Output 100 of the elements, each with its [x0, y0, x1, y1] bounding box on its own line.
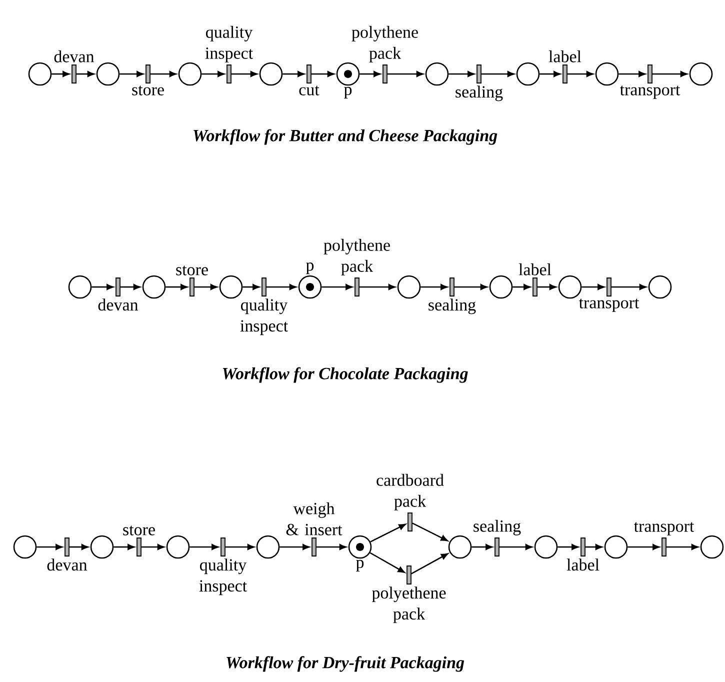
place-circle [700, 535, 724, 559]
arrow [448, 71, 475, 77]
caption: Workflow for Butter and Cheese Packaging [194, 129, 498, 145]
transition-bar: label [566, 538, 600, 571]
arrow [311, 71, 334, 77]
arrow [280, 544, 310, 550]
node-label: devan [98, 298, 138, 311]
arrow [499, 544, 532, 550]
arrow [231, 71, 258, 77]
node-label: label [548, 50, 582, 62]
place-circle [534, 535, 558, 559]
arrow [225, 544, 254, 550]
arrow [666, 544, 698, 550]
transition-bar: quality inspect [205, 26, 253, 84]
arrow [114, 544, 135, 550]
transition-bar: polythene pack [324, 238, 390, 296]
arrow [316, 544, 346, 550]
arrow [266, 284, 296, 290]
node-label: cut [299, 86, 320, 96]
arrow [420, 284, 448, 290]
arrow [69, 544, 88, 550]
node-label: label [566, 558, 600, 571]
arrow [412, 522, 448, 542]
arrow [370, 524, 406, 542]
transition-bar: sealing [428, 278, 476, 314]
arrow [585, 544, 602, 550]
node-label: quality inspect [240, 298, 288, 336]
arrow [242, 284, 260, 290]
node-label: devan [54, 50, 94, 62]
place-circle [558, 275, 582, 299]
node-label: polyethene pack [372, 586, 446, 624]
place-circle [448, 535, 472, 559]
node-label: transport [620, 86, 680, 99]
arrow [652, 71, 688, 77]
place-circle [516, 62, 540, 86]
marked-place: p [298, 262, 322, 299]
node-label: polythene pack [324, 238, 390, 276]
place-circle [96, 62, 120, 86]
place-circle [142, 275, 166, 299]
arrow [537, 284, 556, 290]
transition-bar: transport [620, 64, 680, 99]
transition-bar: quality inspect [199, 538, 247, 596]
arrow [282, 71, 305, 77]
transition-bar: sealing [474, 520, 521, 556]
node-label: quality inspect [199, 558, 247, 596]
transition-bar: store [123, 526, 155, 556]
node-label: store [123, 526, 155, 536]
arrow [92, 284, 114, 290]
place-circle [595, 62, 619, 86]
node-label: sealing [474, 520, 521, 536]
arrow [628, 544, 660, 550]
node-label: transport [578, 298, 640, 312]
arrow [481, 71, 514, 77]
arrow [166, 284, 188, 290]
caption: Workflow for Chocolate Packaging [222, 367, 468, 383]
node-label: quality inspect [205, 26, 253, 62]
arrow [359, 284, 396, 290]
place-circle [689, 62, 713, 86]
transition-bar: devan [47, 538, 88, 571]
node-label: weigh & insert [286, 502, 342, 536]
place-circle [219, 275, 243, 299]
arrow [618, 71, 646, 77]
node-label: label [518, 263, 552, 276]
node-label: devan [47, 558, 88, 571]
transition-bar: transport [634, 522, 694, 556]
place-circle [68, 275, 92, 299]
arrow [52, 71, 70, 77]
transition-bar: weigh & insert [286, 502, 342, 556]
node-label: transport [634, 522, 694, 536]
transition-bar: store [176, 266, 208, 296]
transition-bar: cardboard pack [376, 474, 444, 532]
arrow [611, 284, 646, 290]
arrow [411, 553, 448, 574]
place-circle [259, 62, 283, 86]
place-circle [604, 535, 628, 559]
arrow [190, 544, 219, 550]
node-label: p [306, 262, 314, 274]
arrow [454, 284, 488, 290]
node-label: store [176, 266, 208, 276]
caption: Workflow for Dry-fruit Packaging [226, 656, 464, 672]
node-label: sealing [456, 86, 503, 102]
arrow [472, 544, 493, 550]
arrow [194, 284, 218, 290]
transition-bar: devan [98, 278, 138, 311]
place-circle [397, 275, 421, 299]
arrow [202, 71, 225, 77]
place-circle [13, 535, 37, 559]
arrow [540, 71, 561, 77]
marked-place: p [348, 535, 372, 572]
arrow [387, 71, 424, 77]
arrow [582, 284, 605, 290]
node-label: p [344, 86, 352, 98]
arrow [370, 552, 405, 573]
place-circle [648, 275, 672, 299]
arrow [567, 71, 594, 77]
arrow [36, 544, 63, 550]
transition-bar: polyethene pack [372, 566, 446, 624]
arrow [150, 71, 176, 77]
node-label: cardboard pack [376, 474, 444, 510]
place-circle [28, 62, 52, 86]
